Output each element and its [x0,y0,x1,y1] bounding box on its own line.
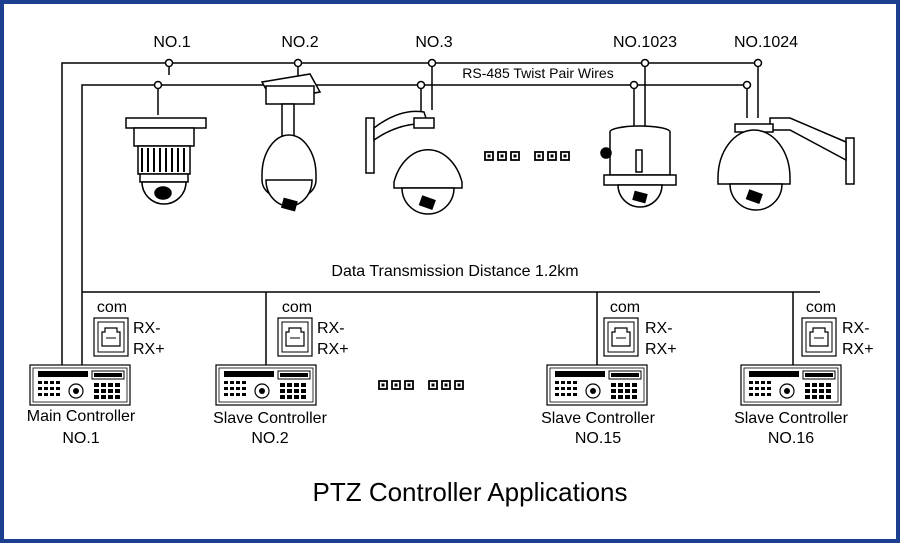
slave-controller-icon [546,364,648,406]
controller-name: Main Controller [27,408,136,425]
controller-number: NO.2 [251,430,288,447]
camera-label: NO.1024 [734,34,798,51]
port-label: com [97,299,127,316]
distance-label: Data Transmission Distance 1.2km [331,263,578,280]
camera-no1024-icon [717,117,855,211]
com-port-icon [93,317,129,357]
rx-minus-label: RX- [317,320,345,337]
com-port-icon [603,317,639,357]
rx-minus-label: RX- [842,320,870,337]
camera-label: NO.2 [281,34,318,51]
controller-name: Slave Controller [734,410,849,427]
slave-controller-icon [215,364,317,406]
slave-controller-icon [740,364,842,406]
rx-plus-label: RX+ [317,341,349,358]
com-port-icon [277,317,313,357]
controller-name: Slave Controller [541,410,656,427]
camera-no1-icon [125,117,207,205]
camera-label: NO.1 [153,34,190,51]
port-label: com [610,299,640,316]
controller-number: NO.16 [768,430,814,447]
rx-plus-label: RX+ [133,341,165,358]
camera-no1023-icon [600,125,677,208]
camera-no2-icon [260,73,322,212]
camera-label: NO.3 [415,34,452,51]
rx-plus-label: RX+ [645,341,677,358]
controller-name: Slave Controller [213,410,328,427]
diagram-title: PTZ Controller Applications [312,477,627,507]
port-label: com [806,299,836,316]
com-port-icon [801,317,837,357]
rx-minus-label: RX- [133,320,161,337]
camera-ellipsis-icon [484,151,570,161]
rs485-bus [61,58,820,365]
main-controller-icon [29,364,131,406]
rx-minus-label: RX- [645,320,673,337]
rx-plus-label: RX+ [842,341,874,358]
port-label: com [282,299,312,316]
controller-number: NO.15 [575,430,621,447]
controller-ellipsis-icon [378,380,464,390]
camera-label: NO.1023 [613,34,677,51]
controller-number: NO.1 [62,430,99,447]
camera-no3-icon [365,110,463,215]
bus-label: RS-485 Twist Pair Wires [462,65,613,81]
